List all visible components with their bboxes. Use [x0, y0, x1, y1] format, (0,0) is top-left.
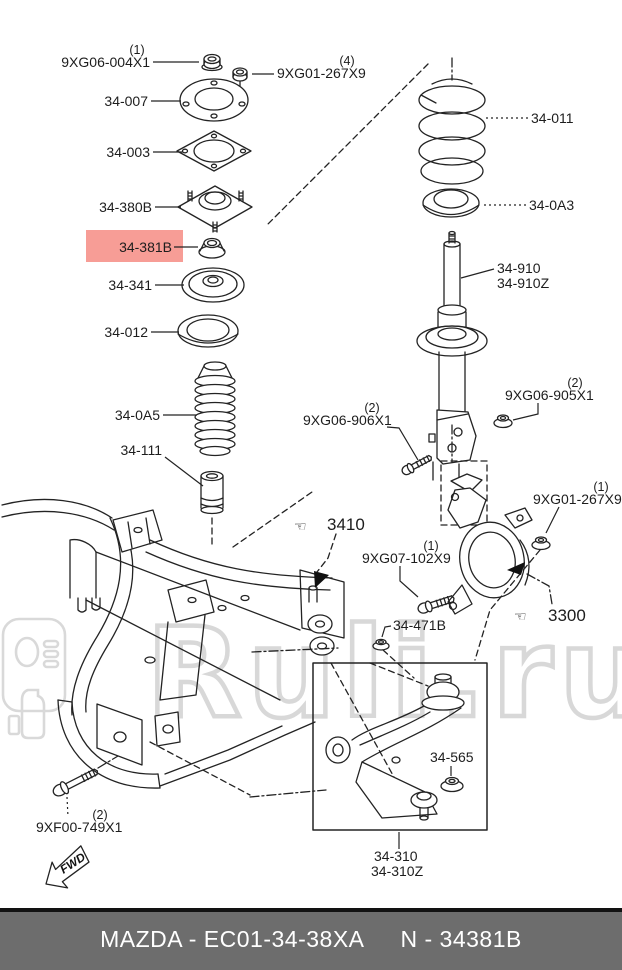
pointer-3300-line	[526, 573, 553, 605]
label-9xg07-102x9[interactable]: 9XG07-102X9	[362, 550, 451, 566]
bolt-drawing-9xf00-749x1	[52, 768, 99, 797]
mount-drawing-34-380b	[177, 185, 253, 233]
label-34-0a3[interactable]: 34-0A3	[529, 197, 574, 213]
fwd-arrow-label: FWD	[57, 850, 88, 877]
nut-drawing-9xg06-905x1	[493, 414, 513, 429]
footer-part-ref: N - 34381B	[400, 925, 522, 952]
label-3300[interactable]: 3300	[548, 606, 586, 625]
label-34-0a5[interactable]: 34-0A5	[115, 407, 160, 423]
watermark-logo-icon	[1, 617, 67, 740]
nut-drawing-34-381b	[198, 237, 226, 259]
label-9xg01-267x9-right[interactable]: 9XG01-267X9	[533, 491, 622, 507]
label-34-910z[interactable]: 34-910Z	[497, 275, 550, 291]
bolt-drawing-9xg06-906x1	[401, 454, 432, 476]
label-34-910[interactable]: 34-910	[497, 260, 541, 276]
label-34-011[interactable]: 34-011	[531, 110, 574, 126]
diagram-artwork: FWD	[1, 53, 553, 889]
assembly-axis-lines	[211, 57, 453, 549]
qty-9xg06-906x1: (2)	[364, 401, 379, 415]
seat-drawing-34-012	[177, 314, 239, 348]
label-9xg06-906x1[interactable]: 9XG06-906X1	[303, 412, 392, 428]
hand-pointer-icon: ☜	[294, 518, 307, 534]
qty-9xg06-905x1: (2)	[567, 376, 582, 390]
bolt-drawing-9xg07-102x9	[417, 595, 455, 614]
label-34-007[interactable]: 34-007	[104, 93, 148, 109]
plate-drawing-34-003	[176, 130, 252, 172]
stopper-drawing-34-111	[200, 470, 224, 515]
label-34-381b[interactable]: 34-381B	[119, 239, 172, 255]
nut-drawing-34-565	[440, 776, 464, 793]
qty-9xg01-267x9-top: (4)	[339, 54, 354, 68]
qty-9xg07-102x9: (1)	[423, 539, 438, 553]
label-34-012[interactable]: 34-012	[104, 324, 148, 340]
label-34-341[interactable]: 34-341	[108, 277, 152, 293]
qty-9xg06-004x1: (1)	[129, 43, 144, 57]
label-34-310[interactable]: 34-310	[374, 848, 418, 864]
knuckle-drawing	[447, 473, 533, 615]
qty-9xf00-749x1: (2)	[92, 808, 107, 822]
diagram-labels: (1) 9XG06-004X1 (4) 9XG01-267X9 34-007 3…	[36, 43, 622, 879]
control-arm-drawing	[325, 673, 465, 821]
plate-drawing-34-007	[179, 78, 249, 122]
label-3410[interactable]: 3410	[327, 515, 365, 534]
part-info-footer: MAZDA - EC01-34-38XA N - 34381B	[0, 908, 622, 970]
label-34-565[interactable]: 34-565	[430, 749, 474, 765]
bearing-drawing-34-341	[181, 267, 245, 303]
label-34-003[interactable]: 34-003	[106, 144, 150, 160]
watermark-text: Ruli.ru	[146, 602, 622, 746]
fwd-arrow: FWD	[45, 845, 90, 889]
nut-drawing-34-471b	[372, 638, 390, 651]
label-9xg01-267x9-top[interactable]: 9XG01-267X9	[277, 65, 366, 81]
label-34-380b[interactable]: 34-380B	[99, 199, 152, 215]
label-34-471b[interactable]: 34-471B	[393, 617, 446, 633]
highlight-34-381b[interactable]	[86, 230, 183, 262]
label-9xf00-749x1[interactable]: 9XF00-749X1	[36, 819, 123, 835]
boot-drawing-34-0a5	[194, 361, 236, 457]
crossmember-drawing	[1, 498, 345, 798]
spring-drawing-34-011	[418, 78, 486, 185]
control-arm-box	[312, 549, 541, 831]
seat-drawing-34-0a3	[422, 188, 480, 218]
label-9xg06-905x1[interactable]: 9XG06-905X1	[505, 387, 594, 403]
qty-9xg01-267x9-right: (1)	[593, 480, 608, 494]
hand-pointer-icon: ☜	[514, 608, 527, 624]
nut-drawing-9xg01-267x9-top	[232, 67, 248, 82]
nut-drawing-9xg06-004x1	[201, 53, 223, 72]
footer-part-code: MAZDA - EC01-34-38XA	[100, 925, 365, 952]
label-34-310z[interactable]: 34-310Z	[371, 863, 424, 879]
label-9xg06-004x1[interactable]: 9XG06-004X1	[61, 54, 150, 70]
nut-drawing-9xg01-267x9-right	[531, 536, 551, 551]
suspension-parts-diagram: Ruli.ru	[1, 43, 622, 889]
watermark: Ruli.ru	[1, 600, 622, 748]
pointer-3410-line	[316, 533, 337, 573]
knuckle-pointer-arrow	[507, 562, 525, 575]
crossmember-pointer-arrow	[314, 571, 329, 588]
footer-divider	[0, 908, 622, 912]
label-34-111[interactable]: 34-111	[120, 442, 162, 458]
